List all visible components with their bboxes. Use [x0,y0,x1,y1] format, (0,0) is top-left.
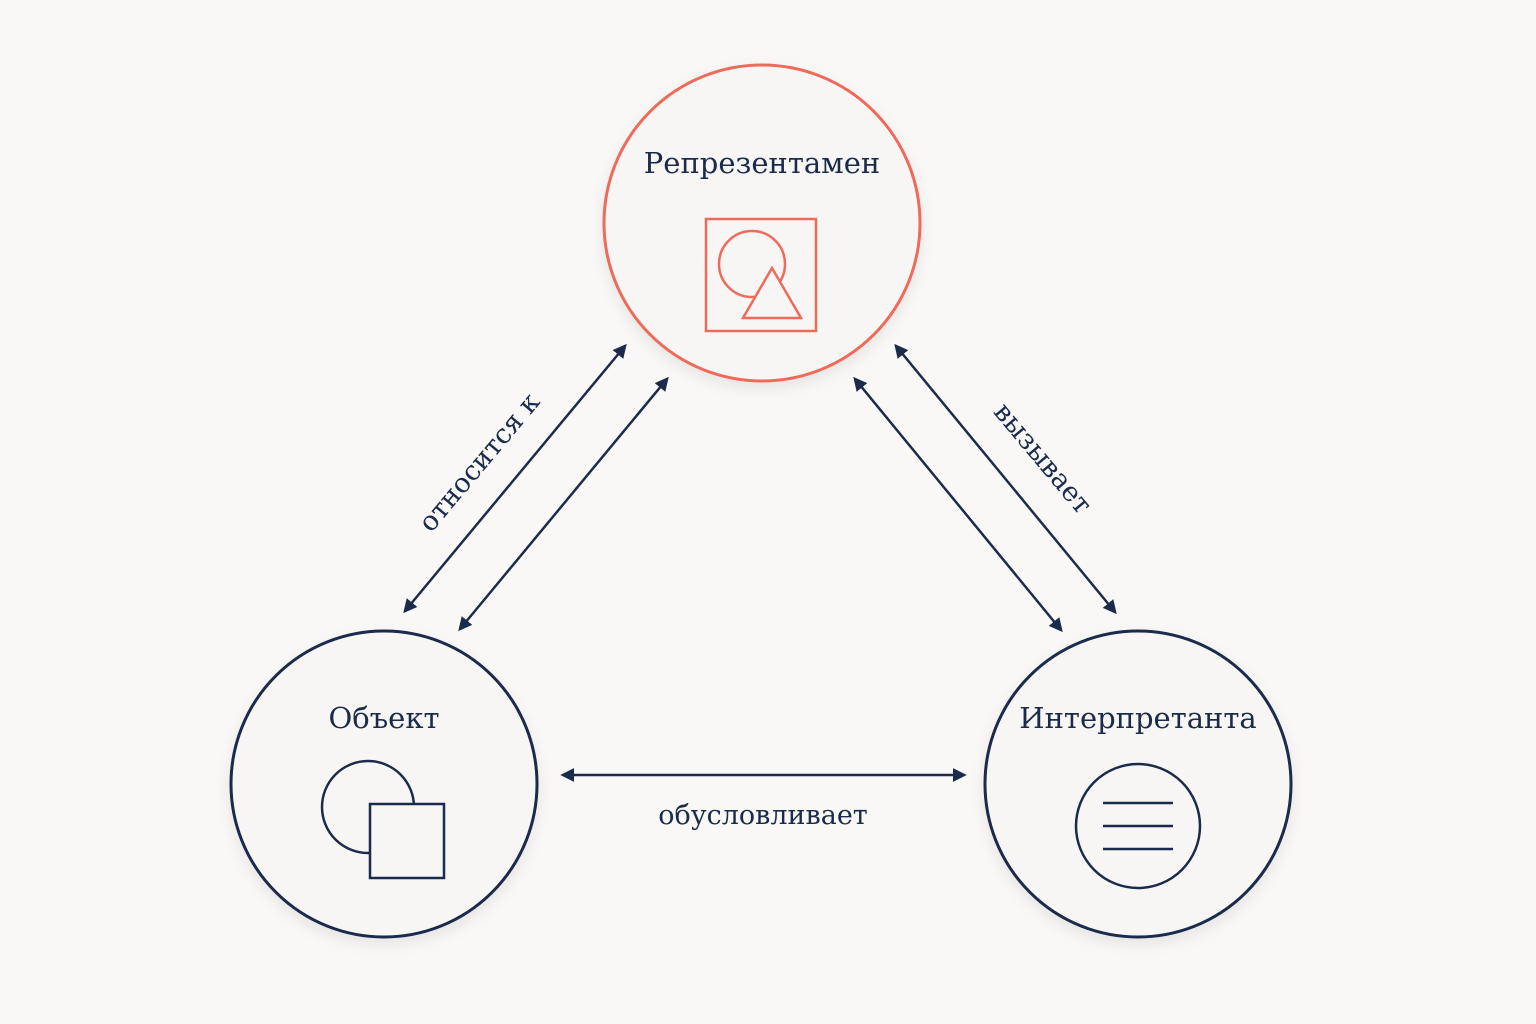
circle-square-icon [320,759,446,880]
edge-right-arrow-outer [894,343,1117,615]
edge-left-arrow-inner [458,376,669,632]
edge-left-label: относится к [413,387,547,538]
representamen-circle [602,63,922,383]
node-object: Объект [229,629,539,939]
object-title: Объект [328,701,439,735]
interpretant-circle [983,629,1293,939]
edge-right [853,343,1117,633]
edge-right-arrow-inner [853,376,1063,633]
edge-bottom-label: обусловливает [658,800,868,831]
edge-right-label: вызывает [987,397,1098,520]
edge-left [403,343,669,632]
square-circle-triangle-icon [704,217,818,333]
interpretant-title: Интерпретанта [1019,701,1256,735]
circle-lines-icon [1074,762,1202,890]
object-circle [229,629,539,939]
node-representamen: Репрезентамен [602,63,922,383]
representamen-title: Репрезентамен [644,146,880,180]
node-interpretant: Интерпретанта [983,629,1293,939]
edge-left-arrow-outer [403,343,627,614]
